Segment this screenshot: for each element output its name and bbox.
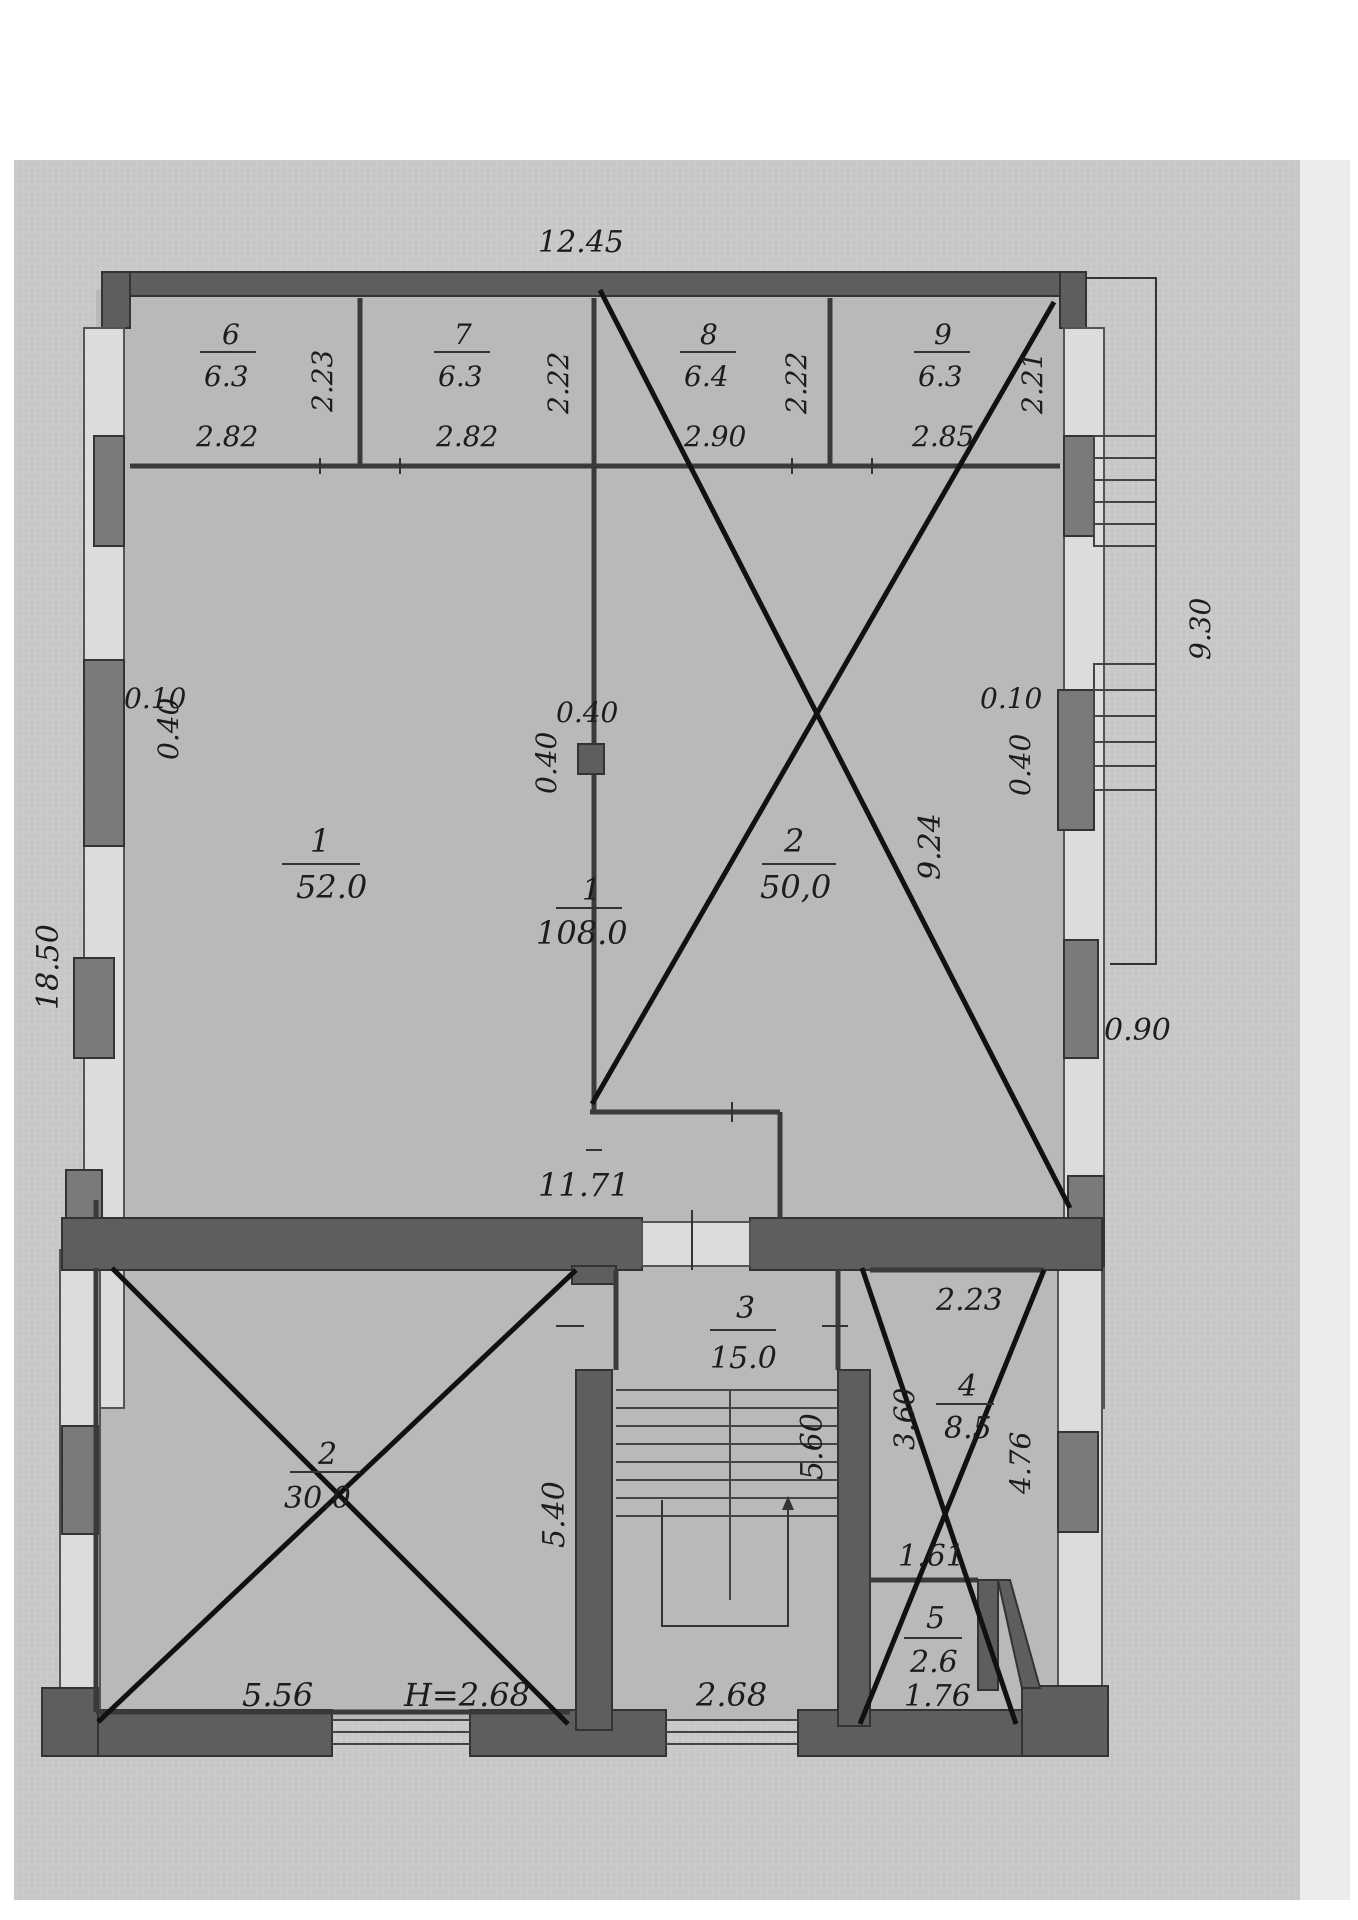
door-marks (319, 458, 873, 1327)
room4-number: 4 (957, 1369, 977, 1404)
gallery-width-label: 11.71 (538, 1166, 630, 1204)
left-wall-thickness: 0.10 (124, 682, 186, 715)
room6-width: 2.82 (195, 420, 258, 453)
room8-area: 6.4 (684, 360, 729, 393)
room2-area: 50,0 (760, 868, 831, 906)
column-width: 0.40 (556, 696, 618, 729)
room7-width: 2.82 (435, 420, 498, 453)
room7-height: 2.22 (542, 352, 575, 415)
diagonal-label: 9.24 (913, 813, 948, 880)
room9-height: 2.21 (1016, 352, 1049, 415)
room4-area: 8.5 (944, 1411, 992, 1446)
right-wall-thickness: 0.10 (980, 682, 1042, 715)
middle-wall (61, 1217, 1103, 1271)
paper-edge-right (1300, 160, 1350, 1900)
room8-number: 8 (700, 318, 718, 351)
room1-total-area: 108.0 (536, 914, 628, 952)
stair-arrow-icon (782, 1496, 794, 1510)
room7-area: 6.3 (438, 360, 483, 393)
entrance-steps-left (332, 1719, 470, 1745)
labels: 12.45 18.50 9.30 0.90 9.24 11.71 H=2.68 … (31, 225, 1217, 1714)
room4-width: 2.23 (935, 1283, 1003, 1318)
room1-area: 52.0 (296, 868, 367, 906)
room2b-area: 30.0 (284, 1481, 351, 1516)
room6-number: 6 (222, 318, 240, 351)
left-wall-width: 0.40 (152, 698, 185, 760)
room5-height: 1.61 (898, 1539, 965, 1574)
room1-total-number: 1 (582, 873, 601, 908)
right-height-label: 9.30 (1184, 598, 1217, 660)
room7-number: 7 (454, 318, 472, 351)
ceiling-height-label: H=2.68 (403, 1676, 530, 1714)
room3-height: 5.60 (795, 1413, 830, 1480)
room3-area: 15.0 (710, 1341, 777, 1376)
exterior-steps-right (1093, 435, 1157, 791)
interior-walls-upper (93, 298, 1060, 1218)
column-height: 0.40 (530, 732, 563, 794)
room8-height: 2.22 (780, 352, 813, 415)
room9-width: 2.85 (911, 420, 974, 453)
room4-height: 3.60 (888, 1388, 921, 1450)
room3-width: 2.68 (695, 1676, 767, 1714)
room9-number: 9 (934, 318, 952, 351)
entrance-steps-mid (666, 1719, 798, 1745)
dimension-lines (1086, 277, 1157, 965)
overall-height-label: 18.50 (31, 924, 66, 1010)
room1-number: 1 (310, 822, 330, 860)
room6-height: 2.23 (306, 350, 339, 413)
overall-width-label: 12.45 (538, 225, 624, 260)
room2b-number: 2 (317, 1437, 337, 1472)
room2-number: 2 (783, 822, 804, 860)
demolition-crosses (96, 288, 1073, 1726)
room9-area: 6.3 (918, 360, 963, 393)
room2b-height: 5.40 (537, 1481, 572, 1548)
right-wall-width: 0.40 (1004, 734, 1037, 796)
room2b-width: 5.56 (242, 1676, 313, 1714)
room3-number: 3 (736, 1291, 755, 1326)
staircase (616, 1389, 838, 1627)
room5-width: 1.76 (904, 1679, 971, 1714)
room5-area: 2.6 (909, 1645, 958, 1680)
room6-area: 6.3 (204, 360, 249, 393)
right-offset-label: 0.90 (1104, 1013, 1171, 1048)
room4-height2: 4.76 (1004, 1432, 1037, 1495)
wall-piers (61, 435, 1105, 1535)
interior-walls-lower (93, 1265, 1044, 1731)
room5-number: 5 (926, 1601, 945, 1636)
room8-width: 2.90 (683, 420, 746, 453)
